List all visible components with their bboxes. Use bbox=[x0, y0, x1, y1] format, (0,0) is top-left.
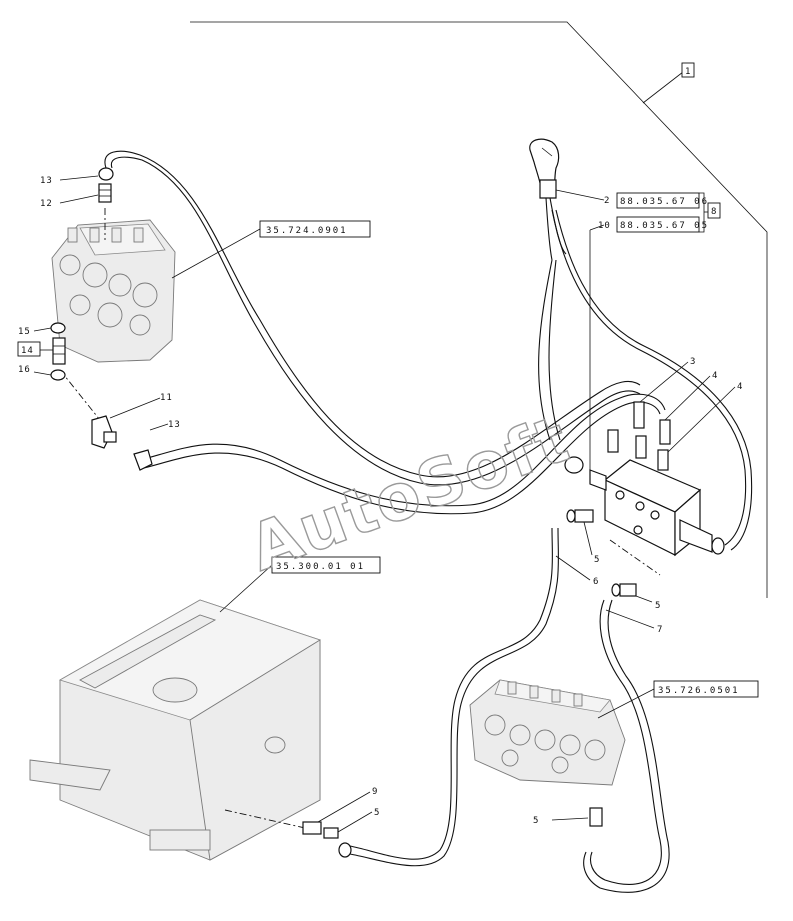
callout-5a-label: 5 bbox=[594, 555, 600, 565]
callout-14-box: 14 bbox=[17, 341, 53, 357]
callout-3-leader bbox=[639, 361, 689, 403]
callout-5d-label: 5 bbox=[533, 816, 539, 826]
svg-text:88.035.67 06: 88.035.67 06 bbox=[620, 197, 709, 207]
callout-7-label: 7 bbox=[657, 625, 663, 635]
reference-box-tank: 35.300.01 01 bbox=[219, 556, 381, 613]
svg-text:88.035.67 05: 88.035.67 05 bbox=[620, 221, 709, 231]
o-ring-15 bbox=[50, 322, 66, 334]
hose-pair-upper bbox=[104, 150, 641, 486]
centerline-tank-fitting bbox=[224, 809, 306, 829]
joystick-handle-2 bbox=[529, 138, 560, 199]
callout-16-label: 16 bbox=[18, 365, 31, 375]
cap-13-top bbox=[98, 167, 114, 181]
fitting-centerline-left bbox=[59, 369, 101, 421]
callout-2-label: 2 bbox=[604, 196, 610, 206]
callout-11-leader bbox=[109, 397, 161, 419]
hose-pair-lower bbox=[133, 393, 666, 515]
callout-6-leader bbox=[555, 555, 591, 581]
callout-6-label: 6 bbox=[593, 577, 599, 587]
callout-9-leader bbox=[317, 791, 371, 823]
svg-text:35.724.0901: 35.724.0901 bbox=[266, 226, 348, 236]
fitting-12 bbox=[98, 183, 112, 203]
callout-11-label: 11 bbox=[160, 393, 173, 403]
joystick-cable bbox=[538, 197, 753, 551]
valve-block bbox=[564, 456, 725, 557]
adapter-5-right bbox=[611, 583, 637, 597]
adapter-5-valve-bottom bbox=[589, 807, 603, 827]
callout-15-leader bbox=[33, 327, 52, 332]
reference-box-valve-bottom: 35.726.0501 bbox=[597, 680, 759, 719]
svg-text:35.726.0501: 35.726.0501 bbox=[658, 686, 740, 696]
callout-16-leader bbox=[33, 371, 52, 376]
callout-13b-leader bbox=[149, 423, 169, 431]
centerline-valve-down bbox=[609, 539, 661, 576]
callout-1-box: 1 bbox=[681, 62, 695, 78]
callout-5d-leader bbox=[551, 817, 589, 821]
callout-13a-label: 13 bbox=[40, 176, 53, 186]
callout-4a-leader bbox=[664, 375, 711, 421]
fitting-9 bbox=[302, 821, 322, 835]
elbow-fitting-11 bbox=[91, 415, 117, 449]
hydraulic-tank-illustration bbox=[29, 599, 321, 861]
callout-4b-leader bbox=[667, 386, 736, 453]
control-valve-top-illustration bbox=[51, 219, 176, 363]
callout-1-label: 1 bbox=[685, 67, 691, 77]
adapter-5-tank bbox=[323, 827, 352, 858]
reference-box-valve-top: 35.724.0901 bbox=[171, 220, 371, 279]
valve-fittings-3-4 bbox=[607, 401, 671, 471]
callout-10-leader bbox=[589, 224, 605, 231]
hose-7 bbox=[583, 599, 670, 893]
reference-box-joystick-b: 88.035.67 05 bbox=[616, 216, 709, 233]
watermark: AutoSoft bbox=[240, 402, 579, 586]
callout-5c-leader bbox=[337, 811, 373, 833]
callout-7-leader bbox=[605, 609, 655, 629]
callout-4b-label: 4 bbox=[737, 382, 743, 392]
assembly-bracket-line bbox=[190, 21, 768, 598]
reference-box-joystick-a: 88.035.67 06 bbox=[616, 192, 709, 209]
callout-13b-label: 13 bbox=[168, 420, 181, 430]
callout-14-label: 14 bbox=[21, 346, 34, 356]
callout-2-leader bbox=[555, 189, 605, 201]
o-ring-16 bbox=[50, 369, 66, 381]
callout-10-label: 10 bbox=[598, 221, 611, 231]
callout-12-label: 12 bbox=[40, 199, 53, 209]
callout-9-label: 9 bbox=[372, 787, 378, 797]
callout-5b-leader bbox=[635, 595, 653, 603]
callout-5a-leader bbox=[583, 521, 593, 556]
adapter-5-left bbox=[566, 509, 594, 523]
callout-1-leader bbox=[642, 71, 684, 104]
bracket-8: 8 bbox=[699, 192, 721, 233]
callout-4a-label: 4 bbox=[712, 371, 718, 381]
callout-12-leader bbox=[59, 194, 99, 204]
control-valve-bottom-illustration bbox=[469, 679, 626, 786]
adapter-14 bbox=[52, 337, 66, 365]
callout-5c-label: 5 bbox=[374, 808, 380, 818]
callout-15-label: 15 bbox=[18, 327, 31, 337]
callout-13a-leader bbox=[59, 175, 99, 181]
svg-text:35.300.01 01: 35.300.01 01 bbox=[276, 562, 365, 572]
callout-8-label: 8 bbox=[711, 207, 717, 217]
callout-5b-label: 5 bbox=[655, 601, 661, 611]
hose-6 bbox=[349, 527, 559, 867]
callout-3-label: 3 bbox=[690, 357, 696, 367]
